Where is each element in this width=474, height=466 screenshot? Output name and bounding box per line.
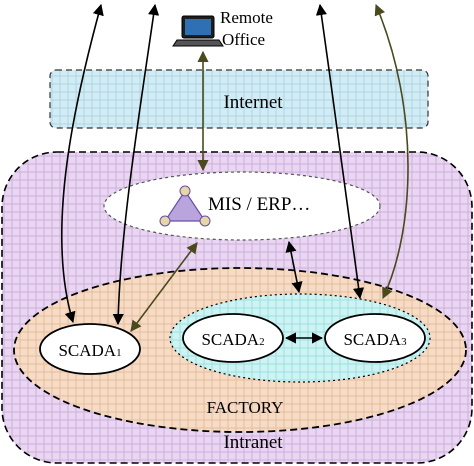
arrow-top-scada1-a (61, 3, 104, 324)
arrow-mis-cluster (285, 240, 303, 294)
arrow-top-scada1-b (112, 3, 160, 326)
scada1-node[interactable] (39, 323, 141, 375)
laptop-icon (172, 15, 224, 47)
mis-erp-label: MIS / ERP… (208, 194, 310, 215)
connection-arrows (61, 3, 409, 344)
scada1-label: SCADA1 (58, 341, 121, 360)
scada2-node[interactable] (182, 313, 284, 363)
factory-label: FACTORY (207, 398, 284, 417)
network-triangle-icon (159, 185, 211, 227)
arrow-top-scada3-b (374, 3, 409, 300)
arrow-top-scada3-a (315, 3, 365, 300)
scada3-label: SCADA3 (343, 330, 407, 349)
scada2-label: SCADA2 (201, 330, 264, 349)
scada3-node[interactable] (324, 313, 426, 363)
intranet-label: Intranet (223, 432, 283, 453)
remote-office-label: Remote Office (220, 8, 277, 49)
internet-label: Internet (223, 92, 283, 113)
